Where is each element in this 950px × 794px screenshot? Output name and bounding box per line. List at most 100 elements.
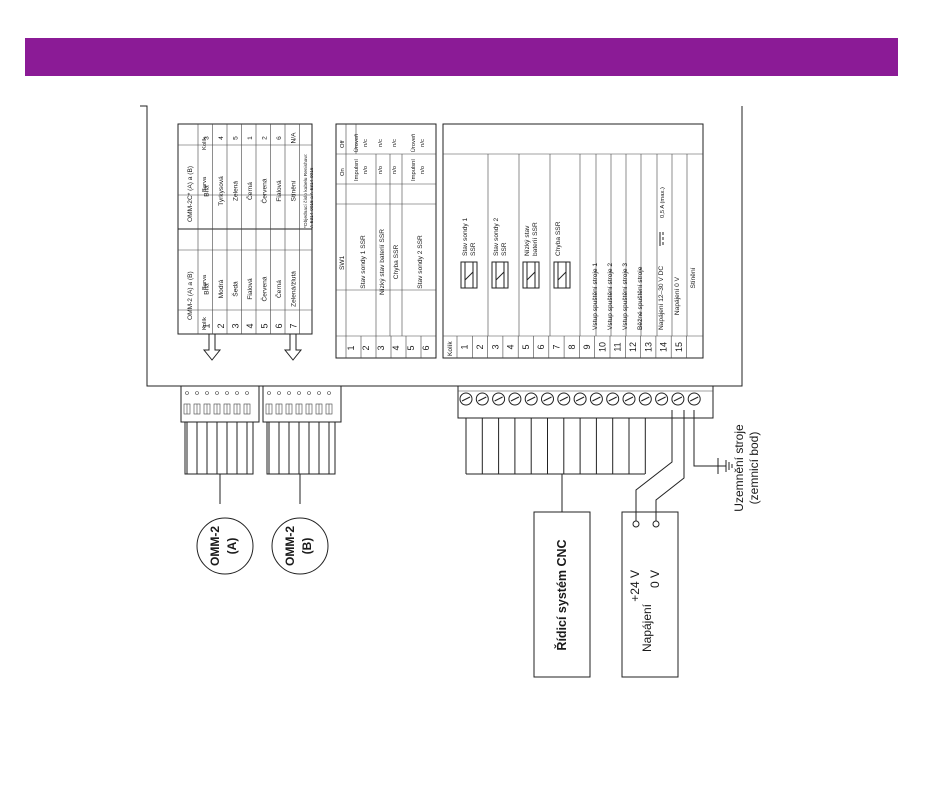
sw1-off-sub: n/c xyxy=(420,139,426,147)
cable-a xyxy=(184,421,254,484)
omm2-a-sub: (A) xyxy=(225,538,239,555)
power-supply-box: Napájení +24 V 0 V xyxy=(621,511,679,678)
omm2c-note-1: *Objednací číslo kabelu Renishaw: xyxy=(303,154,309,228)
cable-b xyxy=(266,421,336,484)
sw1-row-label: Chyba SSR xyxy=(393,245,400,280)
ssr-relay-icon xyxy=(460,261,478,289)
supply-plus: +24 V xyxy=(628,570,642,602)
terminal-pin-number: 6 xyxy=(536,344,546,349)
ssr-relay-icon xyxy=(553,261,571,289)
omm2c-pin: 2 xyxy=(262,136,269,140)
sw1-on-value: n/o xyxy=(392,166,398,174)
omm2c-color: Černá xyxy=(245,182,254,200)
terminal-pin-number: 3 xyxy=(490,344,500,349)
arrow-b-icon xyxy=(283,334,303,361)
omm2-color: Fialová xyxy=(247,278,254,300)
terminal-pin-number: 12 xyxy=(628,342,638,352)
terminal-pin-number: 10 xyxy=(597,342,607,352)
sw1-pin: 4 xyxy=(391,345,401,350)
sw1-table: SW1 On Off Stav sondy 1 SSR Impulsní Úrove… xyxy=(335,123,437,359)
omm2-color: Bílá xyxy=(204,283,211,295)
omm2c-pin: 5 xyxy=(233,136,240,140)
omm2c-color: Zelená xyxy=(233,181,240,201)
omm2-pin: 1 xyxy=(202,323,212,328)
omm2-table-title: OMM-2 (A) a (B) xyxy=(187,271,194,320)
omm2c-pin: 4 xyxy=(218,136,225,140)
pin-table-head: Kolík xyxy=(447,341,454,356)
cnc-label: Řídicí systém CNC xyxy=(554,539,569,650)
omm2c-table-title: OMM-2C* (A) a (B) xyxy=(187,166,194,222)
sw1-pin: 2 xyxy=(361,345,371,350)
omm2-pin: 7 xyxy=(289,323,299,328)
terminal-function-label: Vstup spuštění stroje 3 xyxy=(622,263,629,330)
sw1-on-value: n/o xyxy=(378,166,384,174)
omm2-color: Červená xyxy=(260,276,269,301)
omm2c-color: Bílá xyxy=(204,185,211,197)
ssr-label-2: SSR xyxy=(501,242,508,256)
omm2-pin: 4 xyxy=(245,323,255,328)
omm2-pin: 6 xyxy=(274,323,284,328)
omm2-pin: 5 xyxy=(260,323,270,328)
sw1-off-value: Úroveň xyxy=(410,134,417,153)
omm2-head-pin: Kolík xyxy=(202,317,208,330)
omm2c-color: Fialová xyxy=(276,180,283,202)
terminal-pin-number: 15 xyxy=(674,342,684,352)
terminal-pin-number: 13 xyxy=(643,342,653,352)
ssr-relay-icon xyxy=(522,261,540,289)
sw1-pin: 1 xyxy=(346,345,356,350)
interface-box-outline xyxy=(140,105,743,387)
ssr-label: Chyba SSR xyxy=(555,221,562,256)
terminal-function-label: Napájení 12–30 V DC xyxy=(658,266,665,330)
omm2c-head-color: Barva xyxy=(202,176,208,192)
omm2-head-color: Barva xyxy=(202,274,208,290)
terminal-block xyxy=(457,385,714,419)
supply-label: Napájení xyxy=(640,603,654,652)
terminal-function-label: Vstup spuštění stroje 1 xyxy=(592,263,599,330)
omm2-pin: 3 xyxy=(231,323,241,328)
omm2-tables: OMM-2 (A) a (B) OMM-2C* (A) a (B) Kolík … xyxy=(177,123,315,335)
sw1-on-value: Impulsní xyxy=(354,159,360,181)
sw1-off-value: n/c xyxy=(392,139,398,147)
sw1-head-on: On xyxy=(340,168,346,176)
sw1-pin: 3 xyxy=(376,345,386,350)
omm2-b-sub: (B) xyxy=(300,538,314,555)
terminal-pin-number: 2 xyxy=(475,344,485,349)
sw1-on-sub: n/o xyxy=(420,166,426,174)
terminal-pin-number: 14 xyxy=(659,342,669,352)
terminal-function-label: Vstup spuštění stroje 2 xyxy=(607,263,614,330)
supply-zero: 0 V xyxy=(648,570,662,588)
omm2-color: Černá xyxy=(274,280,283,298)
terminal-function-label: Běžné spuštění stroje xyxy=(637,266,644,330)
connector-b xyxy=(262,385,342,423)
omm2c-pin: N/A xyxy=(291,132,298,144)
omm2c-color: Stínění xyxy=(291,180,298,201)
terminal-pin-number: 4 xyxy=(506,344,516,349)
cnc-box: Řídicí systém CNC xyxy=(533,511,591,678)
ground-icon xyxy=(717,458,733,474)
terminal-pin-number: 1 xyxy=(460,344,470,349)
sw1-head-off: Off xyxy=(340,140,346,148)
sw1-off-value: n/c xyxy=(378,139,384,147)
sw1-pin: 5 xyxy=(406,345,416,350)
sw1-title: SW1 xyxy=(339,255,346,270)
sw1-row-label: Stav sondy 1 SSR xyxy=(360,235,367,289)
connector-arrows xyxy=(202,334,303,361)
omm2c-color: Červená xyxy=(260,178,269,203)
omm2-b-label: OMM-2 xyxy=(283,526,297,566)
terminal-function-label: Stínění xyxy=(690,267,697,288)
ssr-label: Nízký stav xyxy=(524,225,531,256)
sw1-pin: 6 xyxy=(421,345,431,350)
sw1-off-value: Úroveň xyxy=(353,134,360,153)
sw1-off-sub: n/c xyxy=(363,139,369,147)
terminal-function-label: Napájení 0 V xyxy=(674,276,681,315)
omm2-pin: 2 xyxy=(216,323,226,328)
terminal-pin-number: 8 xyxy=(567,344,577,349)
cable-cnc xyxy=(465,418,646,475)
ssr-label-2: SSR xyxy=(470,242,477,256)
plus-terminal-icon xyxy=(632,520,640,528)
arrow-a-icon xyxy=(202,334,222,361)
ssr-label-2: baterií SSR xyxy=(532,222,539,256)
connector-a xyxy=(180,385,260,423)
ssr-label: Stav sondy 2 xyxy=(493,218,500,256)
